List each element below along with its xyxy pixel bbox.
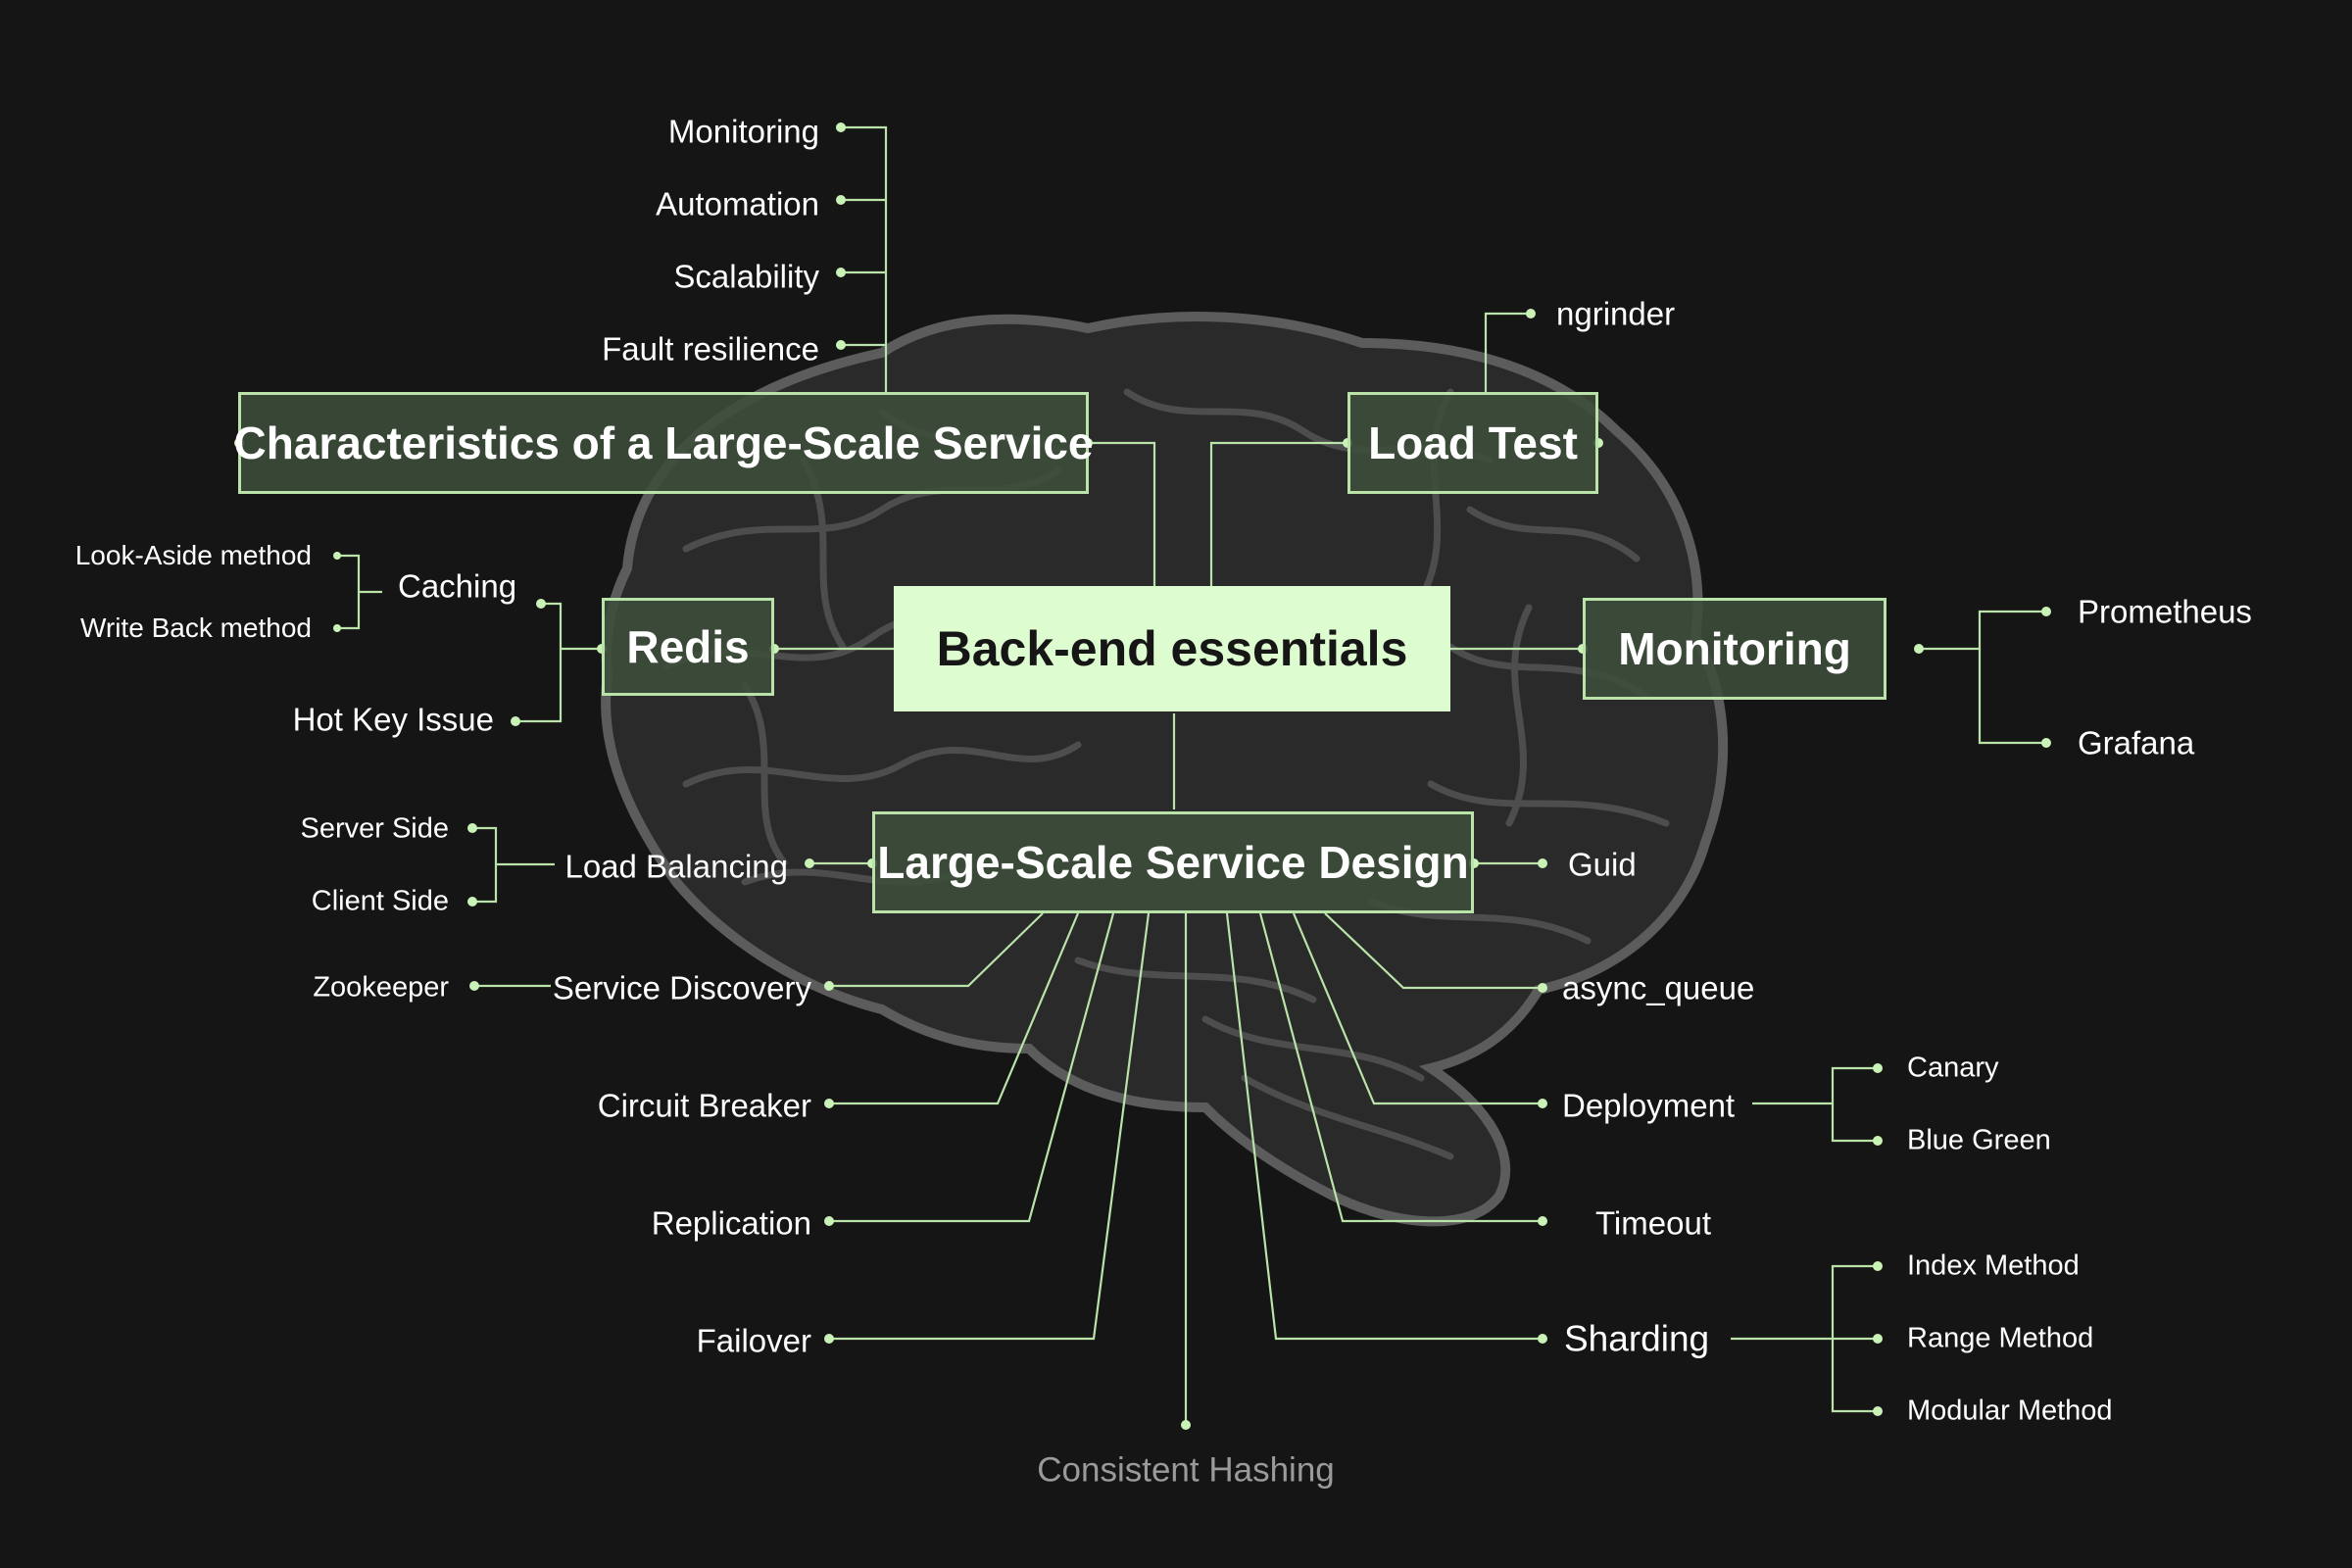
monitoring-node: Monitoring xyxy=(1583,598,1886,700)
design-consistent-hashing: Consistent Hashing xyxy=(1037,1450,1335,1490)
redis-node-label: Redis xyxy=(626,621,750,672)
deployment-blue-green: Blue Green xyxy=(1907,1124,2051,1156)
characteristics-node: Characteristics of a Large-Scale Service xyxy=(234,392,1094,494)
sharding-modular-method: Modular Method xyxy=(1907,1395,2113,1427)
design-circuit-breaker: Circuit Breaker xyxy=(597,1087,811,1124)
design-timeout: Timeout xyxy=(1595,1204,1711,1242)
monitoring-prometheus: Prometheus xyxy=(2078,593,2252,630)
design-load-balancing: Load Balancing xyxy=(564,848,788,885)
design-deployment: Deployment xyxy=(1562,1087,1736,1124)
sharding-index-method: Index Method xyxy=(1907,1250,2080,1282)
root-node-label: Back-end essentials xyxy=(936,621,1408,676)
redis-node: Redis xyxy=(602,598,774,696)
characteristic-monitoring: Monitoring xyxy=(667,113,819,150)
design-guid: Guid xyxy=(1568,846,1637,883)
design-service-discovery: Service Discovery xyxy=(552,969,811,1006)
monitoring-node-label: Monitoring xyxy=(1618,623,1851,674)
load-balancing-client-side: Client Side xyxy=(311,885,449,917)
design-node: Large-Scale Service Design xyxy=(872,811,1474,913)
connector-dots xyxy=(234,122,2051,1430)
root-node: Back-end essentials xyxy=(894,586,1450,711)
design-replication: Replication xyxy=(651,1204,811,1242)
load-test-node-label: Load Test xyxy=(1368,417,1578,468)
load-test-ngrinder: ngrinder xyxy=(1556,295,1676,332)
characteristic-automation: Automation xyxy=(656,185,819,222)
characteristic-fault-resilience: Fault resilience xyxy=(602,330,819,368)
characteristic-scalability: Scalability xyxy=(673,258,819,295)
redis-hot-key-issue: Hot Key Issue xyxy=(292,701,494,738)
design-node-label: Large-Scale Service Design xyxy=(877,837,1469,888)
load-balancing-server-side: Server Side xyxy=(300,812,449,845)
caching-look-aside: Look-Aside method xyxy=(74,540,312,570)
caching-write-back: Write Back method xyxy=(79,612,312,643)
design-sharding: Sharding xyxy=(1564,1318,1710,1359)
redis-caching: Caching xyxy=(398,567,517,605)
service-discovery-zookeeper: Zookeeper xyxy=(313,971,449,1004)
design-failover: Failover xyxy=(696,1322,811,1359)
deployment-canary: Canary xyxy=(1907,1052,1999,1084)
connector-group xyxy=(337,125,2046,1425)
design-async-queue: async_queue xyxy=(1562,969,1755,1006)
monitoring-grafana: Grafana xyxy=(2078,724,2195,761)
characteristics-node-label: Characteristics of a Large-Scale Service xyxy=(233,417,1094,468)
brain-outline xyxy=(601,312,1729,1227)
load-test-node: Load Test xyxy=(1348,392,1598,494)
sharding-range-method: Range Method xyxy=(1907,1322,2094,1354)
